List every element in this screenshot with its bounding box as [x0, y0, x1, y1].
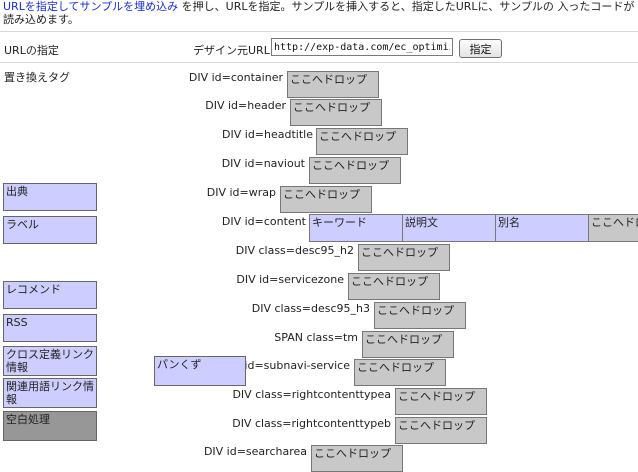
tag-label-desc95-h2: DIV class=desc95_h2: [235, 244, 354, 257]
drop-zone-naviout[interactable]: ここへドロップ: [309, 157, 401, 184]
tag-label-wrap: DIV id=wrap: [206, 186, 276, 199]
tag-label-subnavi-service: DIV id=subnavi-service: [221, 359, 350, 372]
tag-label-header: DIV id=header: [205, 99, 286, 112]
tag-label-rightcontenttypeb: DIV class=rightcontenttypeb: [232, 417, 391, 430]
sample-source[interactable]: 出典: [3, 183, 97, 211]
design-url-input[interactable]: [271, 38, 453, 56]
set-url-button[interactable]: 指定: [459, 39, 502, 58]
drop-zone-desc95-h3[interactable]: ここへドロップ: [374, 302, 466, 329]
tag-label-rightcontenttypea: DIV class=rightcontenttypea: [232, 388, 391, 401]
url-section-label: URLの指定: [4, 44, 59, 57]
sample-cross-definition-link[interactable]: クロス定義リンク情報: [3, 346, 97, 376]
tag-label-searcharea: DIV id=searcharea: [203, 445, 307, 458]
divider-mid: [0, 62, 638, 63]
replace-tag-label: 置き換えタグ: [4, 71, 70, 84]
tag-label-servicezone: DIV id=servicezone: [236, 273, 344, 286]
drop-zone-rightcontenttypea[interactable]: ここへドロップ: [395, 388, 487, 415]
sample-rss[interactable]: RSS: [3, 314, 97, 342]
drop-zone-searcharea[interactable]: ここへドロップ: [311, 445, 403, 472]
drop-zone-wrap[interactable]: ここへドロップ: [280, 186, 372, 213]
tag-label-desc95-h3: DIV class=desc95_h3: [251, 302, 370, 315]
tag-label-span-tm: SPAN class=tm: [274, 331, 358, 344]
drop-zone-container[interactable]: ここへドロップ: [287, 71, 379, 98]
intro-rest: を押し、URLを指定。サンプルを挿入すると、指定したURLに、サンプルの 入った…: [3, 0, 635, 26]
sample-embed-link[interactable]: URLを指定してサンプルを埋め込み: [3, 0, 179, 13]
drop-zone-span-tm[interactable]: ここへドロップ: [362, 331, 454, 358]
content-item-description[interactable]: 説明文: [402, 214, 496, 242]
intro-text: URLを指定してサンプルを埋め込み を押し、URLを指定。サンプルを挿入すると、…: [3, 0, 635, 26]
tag-label-headtitle: DIV id=headtitle: [222, 128, 313, 141]
tag-label-container: DIV id=container: [188, 71, 283, 84]
drop-zone-content[interactable]: ここへドロップ: [588, 214, 638, 242]
drop-zone-header[interactable]: ここへドロップ: [290, 99, 382, 126]
sample-recommend[interactable]: レコメンド: [3, 281, 97, 309]
tag-label-naviout: DIV id=naviout: [221, 157, 305, 170]
sample-label[interactable]: ラベル: [3, 216, 97, 244]
drop-zone-desc95-h2[interactable]: ここへドロップ: [358, 244, 450, 271]
drop-zone-headtitle[interactable]: ここへドロップ: [316, 128, 408, 155]
sample-whitespace[interactable]: 空白処理: [3, 411, 97, 441]
drop-zone-rightcontenttypeb[interactable]: ここへドロップ: [395, 417, 487, 444]
tag-label-content: DIV id=content: [221, 215, 306, 228]
drop-zone-subnavi-service[interactable]: ここへドロップ: [354, 359, 446, 386]
content-item-keyword[interactable]: キーワード: [309, 214, 403, 242]
sample-breadcrumb[interactable]: パンくず: [154, 356, 246, 386]
drop-zone-servicezone[interactable]: ここへドロップ: [348, 273, 440, 300]
design-url-label: デザイン元URL: [193, 44, 270, 57]
divider-top: [0, 31, 638, 32]
content-item-alias[interactable]: 別名: [495, 214, 589, 242]
sample-related-term-link[interactable]: 関連用語リンク情報: [3, 378, 97, 408]
